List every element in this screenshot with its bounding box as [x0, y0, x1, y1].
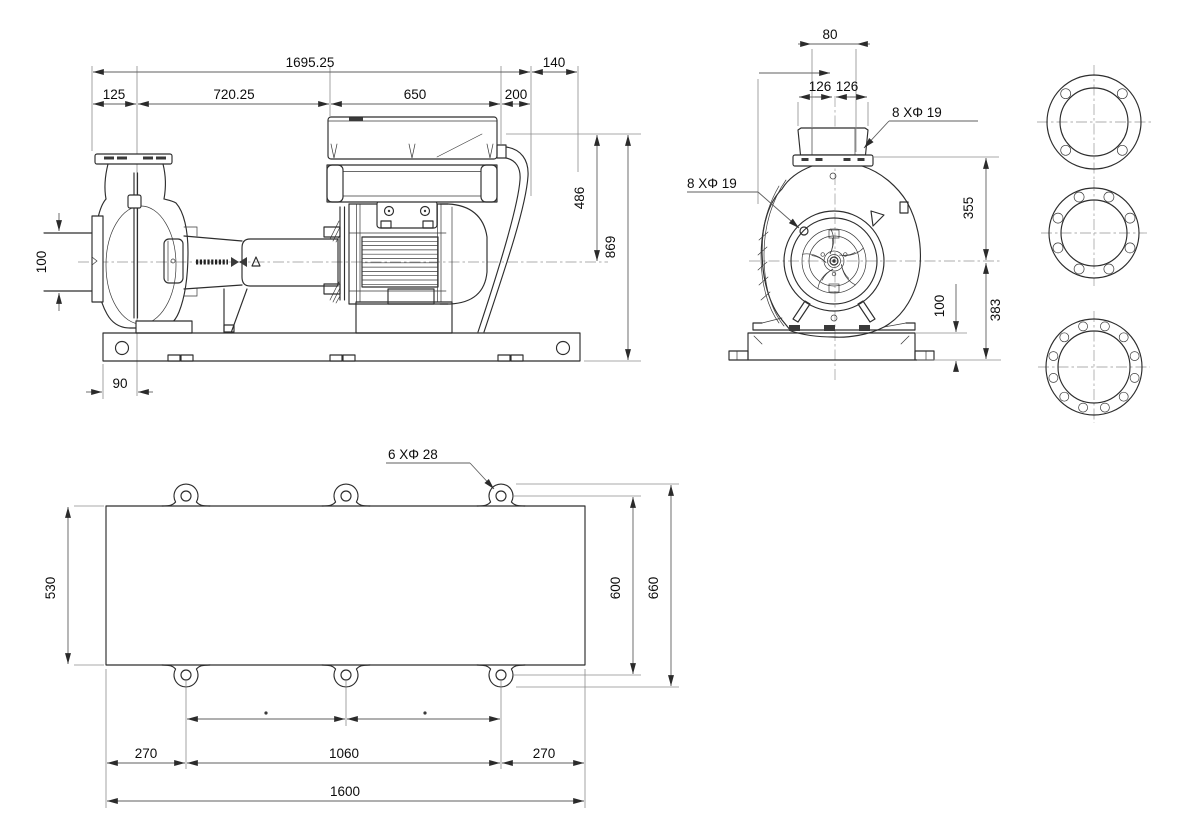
dim-overall-length: 1695.25: [286, 55, 335, 70]
rotation-direction-marker: [870, 210, 885, 227]
end-pump-geometry: [728, 127, 935, 361]
side-pump-geometry: [43, 153, 339, 334]
dim-left-margin: 270: [135, 746, 158, 761]
flange-detail-12-hole: [1038, 311, 1150, 423]
label-suction-flange-holes: 8 XΦ 19: [687, 176, 737, 191]
power-cable: [483, 146, 529, 333]
dim-flange-to-centerline: 355: [961, 197, 976, 220]
lug-pitch-dot-right: [423, 711, 427, 715]
label-discharge-flange-holes: 8 XΦ 19: [892, 105, 942, 120]
dim-base-width: 530: [43, 577, 58, 600]
side-view-dimensions: 1695.25 140 125 720.25 650 200 486 869: [34, 55, 641, 399]
impeller: [802, 228, 864, 293]
dim-base-height: 100: [932, 295, 947, 318]
cable-gland: [496, 144, 507, 159]
end-view-dimensions: 80 126 126 8 XΦ 19 8 XΦ 19 355 100 383: [687, 27, 1003, 372]
dim-flange-offset: 125: [103, 87, 126, 102]
motor-geometry: [323, 200, 488, 334]
dim-motor-box-length: 650: [404, 87, 427, 102]
suction-flange-bolt-hole: [799, 226, 809, 236]
dim-centerline-to-top: 486: [572, 187, 587, 210]
dim-flange-to-motor-box: 720.25: [213, 87, 254, 102]
dim-top-width: 80: [822, 27, 837, 42]
flange-detail-4-hole: [1037, 65, 1151, 179]
dim-suction-bore: 100: [34, 251, 49, 274]
lug-pitch-dot-left: [264, 711, 268, 715]
flange-detail-8-hole: [1041, 180, 1147, 286]
dim-hole-span: 600: [608, 577, 623, 600]
dim-bolt-spacing-left: 126: [809, 79, 832, 94]
dim-centerline-to-base: 383: [988, 299, 1003, 322]
dim-overall-width: 660: [646, 577, 661, 600]
label-base-holes: 6 XΦ 28: [388, 447, 438, 462]
baseplate-side: [102, 332, 581, 362]
dim-bolt-spacing-right: 126: [836, 79, 859, 94]
junction-box: [326, 116, 529, 333]
motor-cooling-fins: [361, 240, 439, 285]
dim-cable-overhang: 140: [543, 55, 566, 70]
dim-box-to-cable: 200: [505, 87, 528, 102]
dim-total-height: 869: [603, 236, 618, 259]
baseplate-plan-geometry: [105, 483, 586, 688]
dim-hole-pitch: 1060: [329, 746, 359, 761]
end-view: 80 126 126 8 XΦ 19 8 XΦ 19 355 100 383: [687, 27, 1003, 380]
side-view: 1695.25 140 125 720.25 650 200 486 869: [34, 55, 641, 399]
dim-base-edge-offset: 90: [112, 376, 127, 391]
plan-view-dimensions: 530 600 660 270 1060 270 1600: [43, 447, 679, 808]
plan-view: 530 600 660 270 1060 270 1600: [43, 447, 679, 808]
dim-right-margin: 270: [533, 746, 556, 761]
dim-overall-length-plan: 1600: [330, 784, 360, 799]
